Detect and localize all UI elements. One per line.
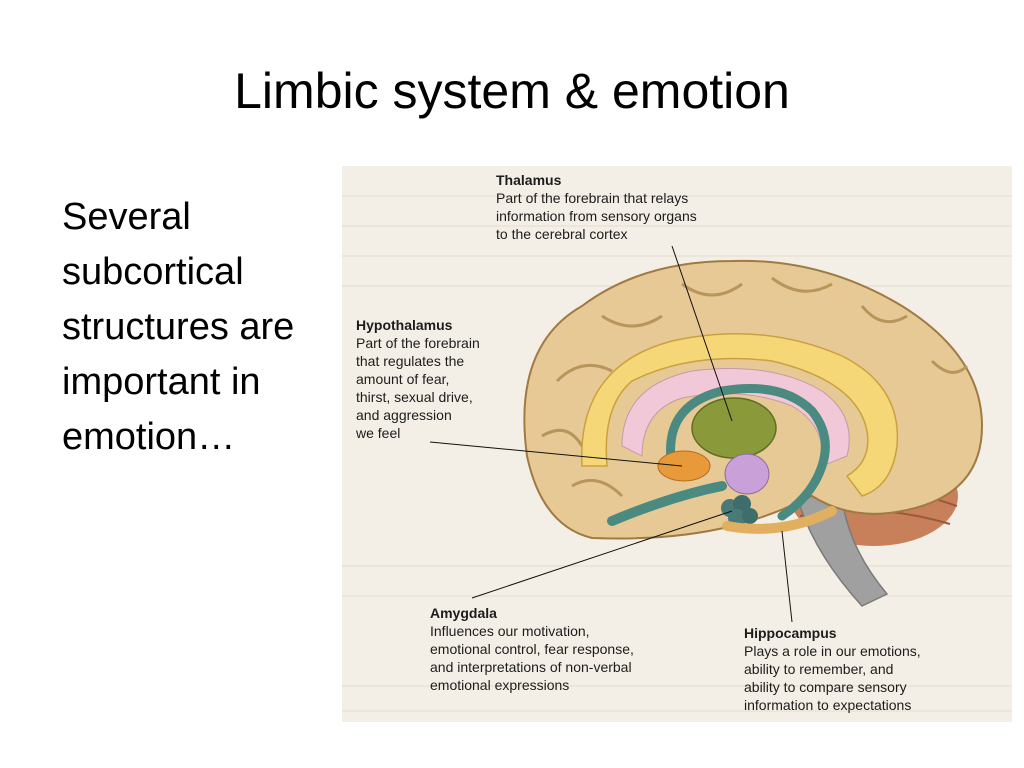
label-amygdala-text: Influences our motivation, emotional con… — [430, 623, 634, 693]
fornix — [666, 384, 830, 521]
slide-title: Limbic system & emotion — [234, 63, 790, 119]
label-hypothalamus: Hypothalamus Part of the forebrain that … — [356, 316, 526, 442]
background-page-texture — [342, 195, 1012, 712]
cingulate-region — [581, 332, 899, 497]
brain-illustration — [342, 195, 1012, 712]
label-thalamus-text: Part of the forebrain that relays inform… — [496, 190, 697, 242]
label-hypothalamus-text: Part of the forebrain that regulates the… — [356, 335, 480, 441]
label-amygdala-heading: Amygdala — [430, 605, 497, 621]
label-thalamus-heading: Thalamus — [496, 172, 562, 188]
brain-figure: Thalamus Part of the forebrain that rela… — [342, 166, 1012, 722]
bullet-text: Several subcortical structures are impor… — [62, 196, 295, 458]
amygdala-shape — [721, 495, 758, 527]
leader-hippocampus — [781, 530, 793, 623]
midbrain-purple — [724, 453, 770, 495]
hypothalamus-shape — [657, 450, 711, 482]
label-thalamus: Thalamus Part of the forebrain that rela… — [496, 171, 796, 243]
label-hippocampus: Hippocampus Plays a role in our emotions… — [744, 624, 1004, 714]
label-amygdala: Amygdala Influences our motivation, emot… — [430, 604, 710, 694]
fornix-lower-arm — [607, 481, 727, 526]
leader-thalamus — [671, 245, 733, 422]
leader-amygdala — [471, 510, 733, 599]
label-hypothalamus-heading: Hypothalamus — [356, 317, 453, 333]
leader-hypothalamus — [429, 441, 683, 467]
hippocampus-shape — [722, 506, 837, 534]
brainstem — [796, 495, 889, 607]
label-hippocampus-heading: Hippocampus — [744, 625, 837, 641]
label-hippocampus-text: Plays a role in our emotions, ability to… — [744, 643, 921, 713]
thalamus-shape — [691, 397, 777, 459]
